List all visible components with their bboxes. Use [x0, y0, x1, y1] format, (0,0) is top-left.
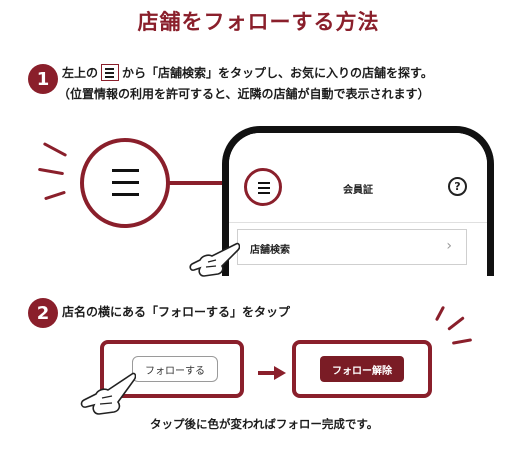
step-2-badge: 2 [28, 298, 58, 328]
unfollow-button[interactable]: フォロー解除 [320, 356, 404, 382]
pointing-hand-icon [189, 242, 240, 277]
step-1-instruction: 左上の から「店舗検索」をタップし、お気に入りの店舗を探す。 [62, 64, 433, 81]
follow-button[interactable]: フォローする [132, 356, 218, 382]
zoomed-menu-icon [80, 138, 170, 228]
store-search-label: 店舗検索 [250, 245, 290, 256]
step-1-badge: 1 [28, 64, 58, 94]
phone-header-title: 会員証 [343, 185, 373, 196]
pointing-hand-icon [80, 372, 136, 415]
spark-line [451, 338, 473, 345]
spark-line [434, 305, 446, 322]
zoom-connector-line [168, 181, 246, 185]
hamburger-menu-button[interactable] [244, 168, 282, 206]
chevron-right-icon: › [446, 238, 452, 254]
menu-icon [101, 64, 120, 81]
spark-line [447, 316, 465, 331]
step-1-text-after: から「店舗検索」をタップし、お気に入りの店舗を探す。 [122, 66, 433, 80]
after-panel: フォロー解除 [292, 340, 432, 398]
step-1-text-before: 左上の [62, 66, 99, 80]
spark-line [44, 190, 66, 201]
completion-note: タップ後に色が変わればフォロー完成です。 [150, 417, 379, 431]
step-2-instruction: 店名の横にある「フォローする」をタップ [62, 305, 291, 319]
arrow-right-icon [258, 366, 286, 380]
store-search-menu-item[interactable]: 店舗検索 › [237, 229, 467, 265]
before-panel: フォローする [100, 340, 244, 398]
page-title: 店舗をフォローする方法 [137, 10, 380, 34]
spark-line [42, 142, 68, 157]
phone-app-header: 会員証 ? [229, 133, 487, 223]
spark-line [37, 167, 65, 176]
help-icon[interactable]: ? [448, 177, 467, 196]
step-1-note: （位置情報の利用を許可すると、近隣の店舗が自動で表示されます） [58, 87, 430, 101]
